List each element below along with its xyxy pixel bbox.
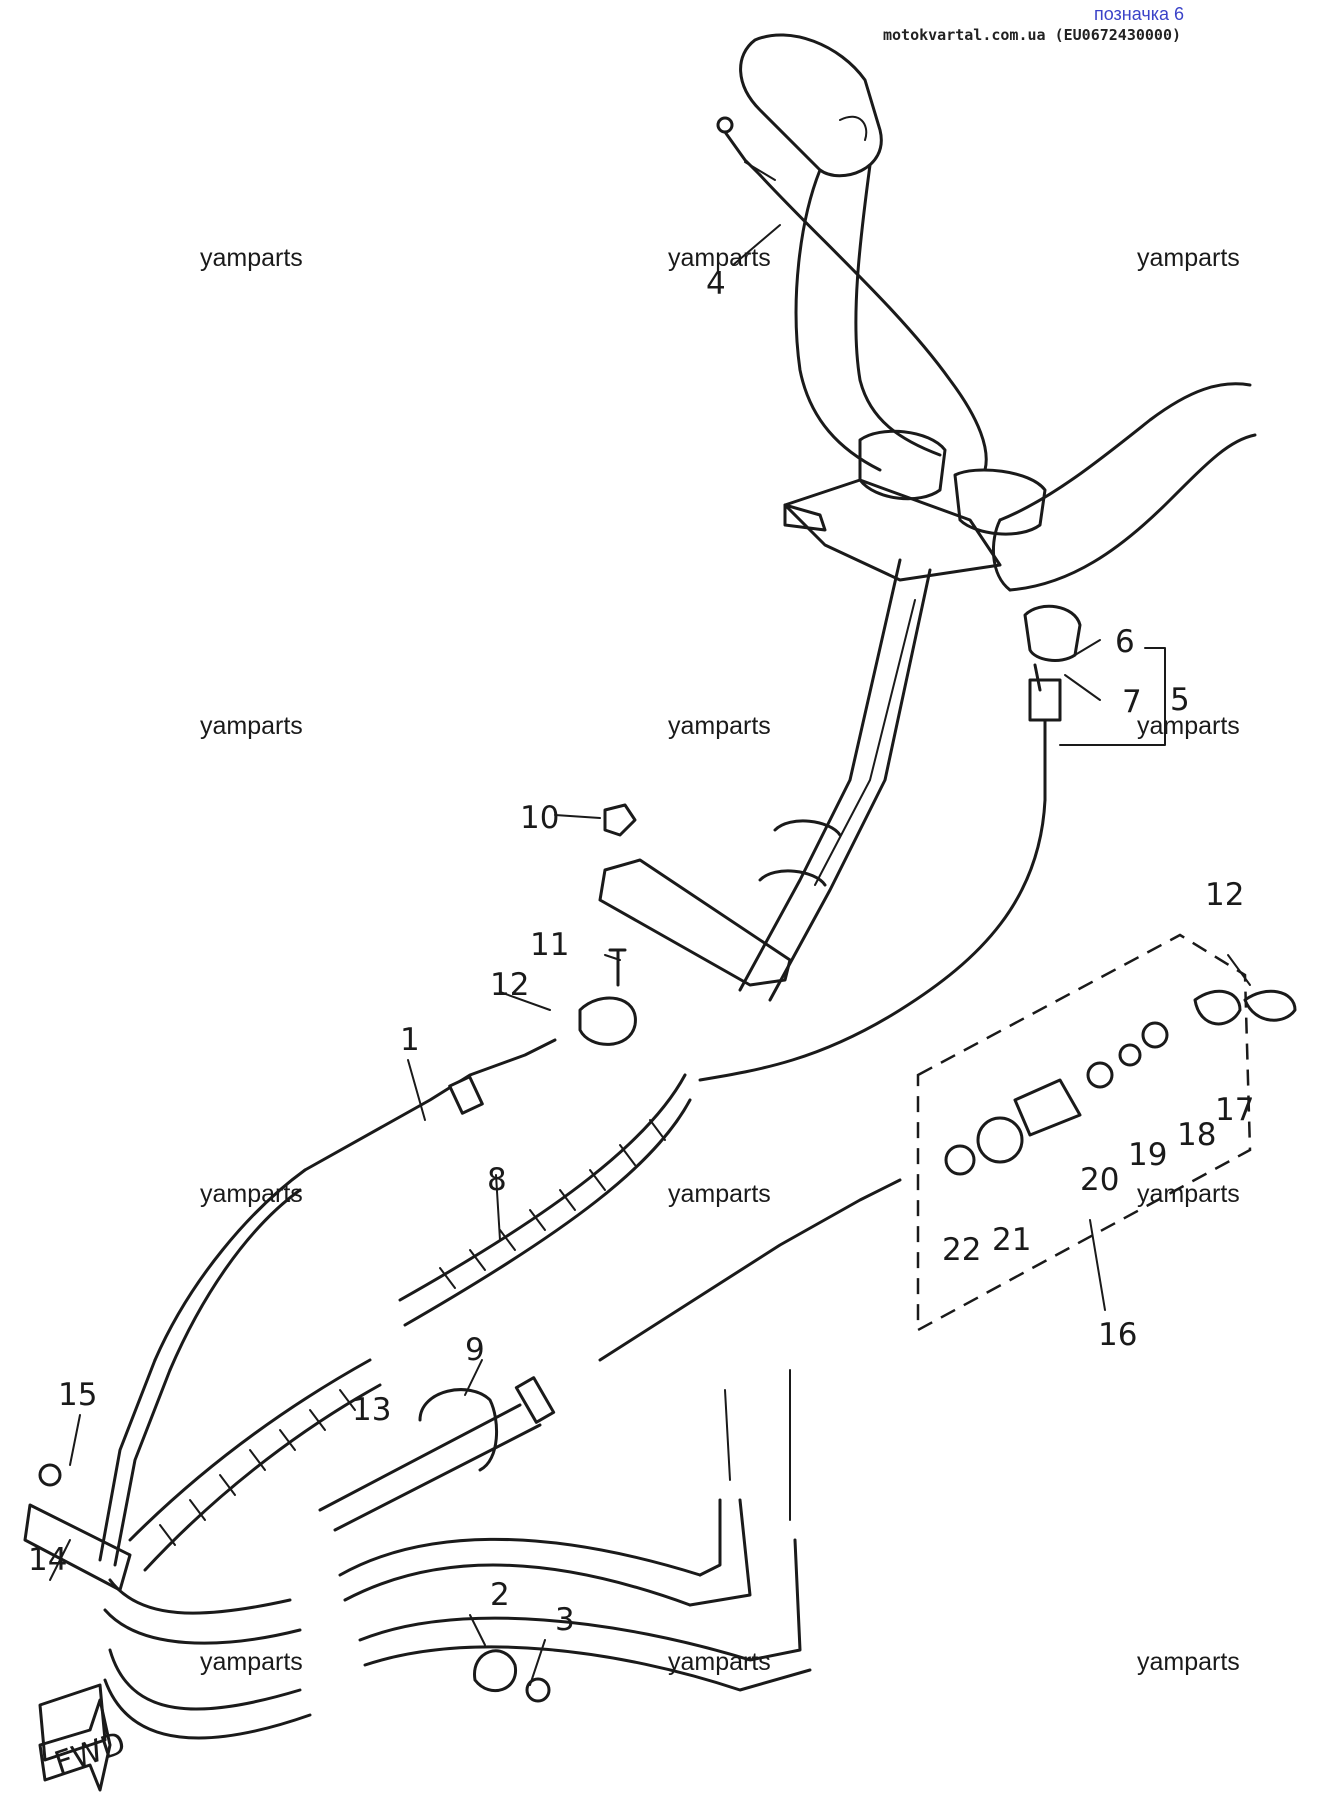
steering-column [738,558,932,1002]
callout-6: 6 [1115,624,1135,660]
callout-21: 21 [992,1222,1031,1258]
callout-12-left: 12 [490,967,529,1003]
watermarks: yamparts yamparts yamparts yamparts yamp… [200,244,1240,1676]
throttle-cable-upper [716,116,988,472]
watermark-text: yamparts [668,712,771,740]
handlebar-clamp [783,429,1047,582]
cable-clip [418,1388,499,1472]
callout-17: 17 [1215,1092,1254,1128]
callout-2: 2 [490,1577,510,1613]
part-callouts: 1 2 3 4 5 6 7 8 9 10 11 12 12 13 14 15 1… [28,266,1254,1638]
lower-cables [103,1369,812,1740]
callout-9: 9 [465,1332,485,1368]
callout-18: 18 [1177,1117,1216,1153]
callout-12-right: 12 [1205,877,1244,913]
fwd-label: FWD [50,1725,130,1782]
forward-direction-arrow: FWD [38,1698,130,1792]
callout-1: 1 [400,1022,420,1058]
watermark-text: yamparts [200,244,303,272]
watermark-text: yamparts [200,712,303,740]
watermark-text: yamparts [200,1180,303,1208]
callout-16: 16 [1098,1317,1137,1353]
callout-13: 13 [352,1392,391,1428]
callout-3: 3 [555,1602,575,1638]
callout-10: 10 [520,800,559,836]
column-bracket [598,858,792,987]
small-parts [23,803,1297,1762]
callout-4: 4 [706,266,726,302]
watermark-text: yamparts [668,1648,771,1676]
watermark-text: yamparts [1137,1180,1240,1208]
cable-1 [98,1038,557,1567]
diagram-code-title: позначка 6 [1093,4,1184,24]
callout-11: 11 [530,927,569,963]
callout-7: 7 [1122,684,1142,720]
callout-14: 14 [28,1542,67,1578]
spiral-wrap [128,1073,692,1572]
watermark-text: yamparts [668,244,771,272]
cable-13 [318,1178,902,1532]
callout-22: 22 [942,1232,981,1268]
leader-lines [49,224,1251,1686]
handlebar-right [991,382,1257,592]
source-reference: motokvartal.com.ua (EU0672430000) [882,26,1181,44]
assembly-group-outline [916,933,1252,1333]
choke-cable-assembly [698,604,1082,1082]
callout-5: 5 [1170,682,1190,718]
callout-20: 20 [1080,1162,1119,1198]
watermark-text: yamparts [1137,244,1240,272]
callout-19: 19 [1128,1137,1167,1173]
watermark-text: yamparts [1137,712,1240,740]
callout-15: 15 [58,1377,97,1413]
watermark-text: yamparts [200,1648,303,1676]
watermark-text: yamparts [1137,1648,1240,1676]
watermark-text: yamparts [668,1180,771,1208]
callout-8: 8 [487,1162,507,1198]
handlebar-left [739,33,942,472]
